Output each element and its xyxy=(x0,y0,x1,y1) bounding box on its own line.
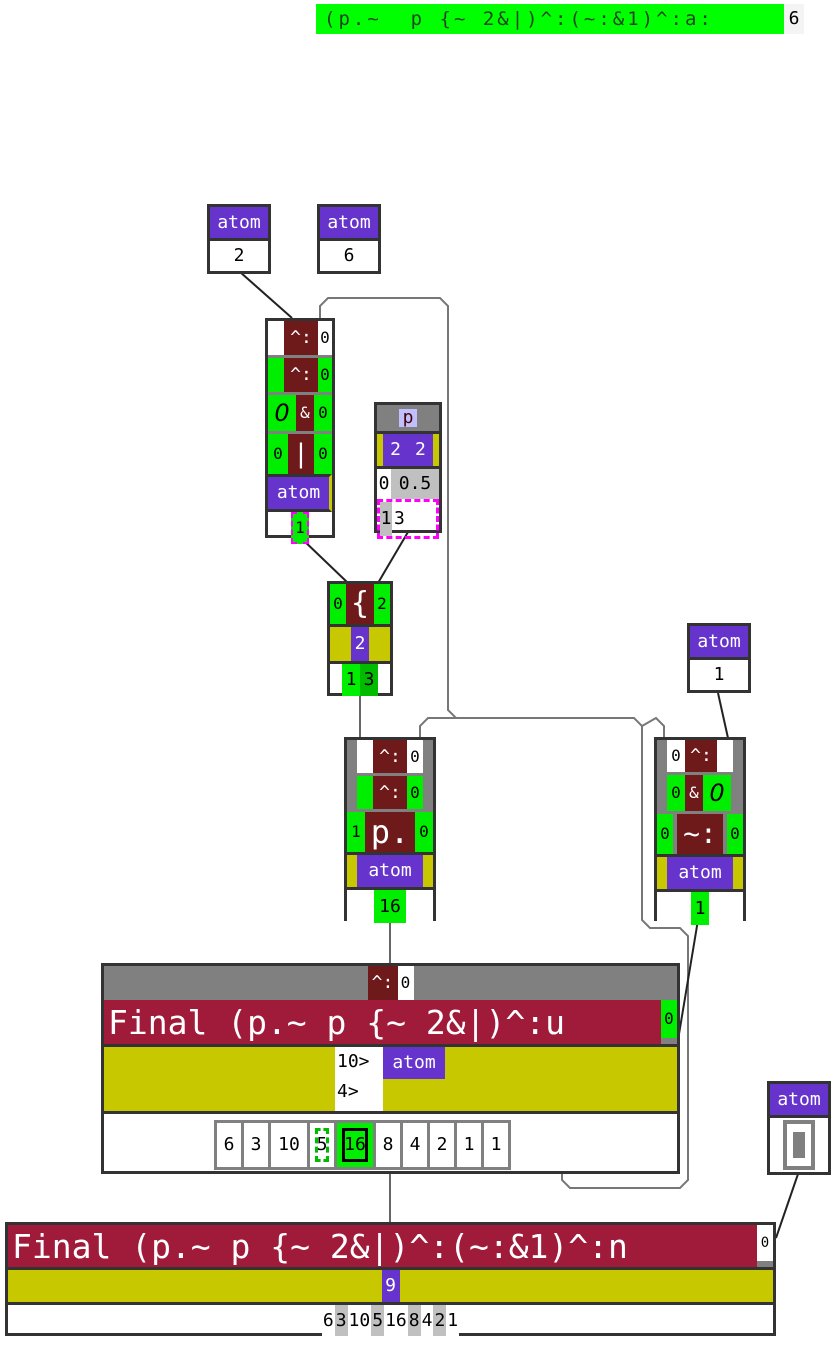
atom-header: atom xyxy=(210,207,268,241)
atom-node-6[interactable]: atom 6 xyxy=(317,204,381,274)
final-n-cell: 8 xyxy=(407,1305,421,1336)
not-equal-op: ~: xyxy=(677,814,723,854)
not-equal-node[interactable]: 0 ^: 0 & 0 0 ~: 0 atom 1 xyxy=(654,737,746,925)
wire-tilde-final xyxy=(677,919,699,1041)
atom-value: 2 xyxy=(233,245,245,266)
final-n-cell: 10 xyxy=(347,1305,372,1336)
final-n-cell: 16 xyxy=(384,1305,408,1336)
from-verb-node[interactable]: 0 { 2 2 1 3 xyxy=(327,581,393,696)
power-op: ^: xyxy=(284,321,318,355)
wire-atom1-tilde xyxy=(717,692,729,739)
final-power-u-node[interactable]: ^: 0 Final (p.~ p {~ 2&|)^:u 0 10> 4> at… xyxy=(101,963,680,1174)
atom-node-empty[interactable]: atom xyxy=(767,1081,831,1175)
power-op-inner: ^: xyxy=(284,358,318,392)
power-conjunction-node[interactable]: ^: 0 ^: 0 0 & 0 0 | 0 atom 1 xyxy=(265,318,335,544)
final-u-cell[interactable]: 5 xyxy=(310,1123,334,1167)
from-op: { xyxy=(346,584,374,624)
final-u-cell[interactable]: 10 xyxy=(271,1123,307,1167)
wire-power-brace xyxy=(299,536,349,584)
final-n-cell: 6 xyxy=(321,1305,335,1336)
final-u-cell[interactable]: 8 xyxy=(376,1123,400,1167)
final-u-cell[interactable]: 1 xyxy=(457,1123,481,1167)
atom-value: 6 xyxy=(343,245,355,266)
polynomial-value: 16 xyxy=(374,890,406,923)
bond-left-arg: 0 xyxy=(274,399,290,427)
final-n-cell: 3 xyxy=(334,1305,348,1336)
atom-node-1[interactable]: atom 1 xyxy=(687,623,751,693)
wire-atom6-loop xyxy=(319,297,689,1189)
empty-box-icon xyxy=(783,1120,815,1170)
polynomial-node[interactable]: ^: 0 ^: 0 1 p. 0 atom 16 xyxy=(344,737,436,923)
p-header: p xyxy=(398,409,418,427)
final-u-cell[interactable]: 1 xyxy=(484,1123,508,1167)
power-footer: atom xyxy=(268,474,332,512)
atom-node-2[interactable]: atom 2 xyxy=(207,204,271,274)
residue-op: | xyxy=(288,434,314,474)
power-value: 1 xyxy=(291,512,309,544)
wire-tilde-top xyxy=(641,716,665,738)
final-n-cell: 4 xyxy=(420,1305,434,1336)
final-u-cell[interactable]: 4 xyxy=(403,1123,427,1167)
wire-atomempty-final xyxy=(775,1173,799,1239)
final-n-title: Final (p.~ p {~ 2&|)^:(~:&1)^:n xyxy=(12,1226,628,1266)
p-shape: 2 2 xyxy=(383,434,433,466)
final-u-cell[interactable]: 6 xyxy=(217,1123,241,1167)
final-u-cell[interactable]: 16 xyxy=(337,1123,373,1167)
wire-p-brace xyxy=(377,531,409,584)
atom-header: atom xyxy=(320,207,378,241)
final-n-cell: 1 xyxy=(446,1305,460,1336)
final-u-cell[interactable]: 3 xyxy=(244,1123,268,1167)
wire-atom2-power xyxy=(239,271,293,319)
expression-bar[interactable]: (p.~ p {~ 2&|)^:(~:&1)^:a: xyxy=(316,4,784,34)
final-u-title: Final (p.~ p {~ 2&|)^:u xyxy=(108,1002,565,1042)
expression-result: 6 xyxy=(784,4,804,34)
final-u-cell[interactable]: 2 xyxy=(430,1123,454,1167)
polynomial-op: p. xyxy=(365,812,415,852)
bond-op: & xyxy=(296,395,314,431)
wire-pdot-top xyxy=(419,717,456,738)
from-shape: 2 xyxy=(351,627,369,661)
final-n-cell: 2 xyxy=(433,1305,447,1336)
expression-code: (p.~ p {~ 2&|)^:(~:&1)^:a: xyxy=(324,7,714,30)
p-array-node[interactable]: p 2 2 0 0.5 1 3 xyxy=(374,402,442,539)
final-n-cell: 5 xyxy=(371,1305,385,1336)
